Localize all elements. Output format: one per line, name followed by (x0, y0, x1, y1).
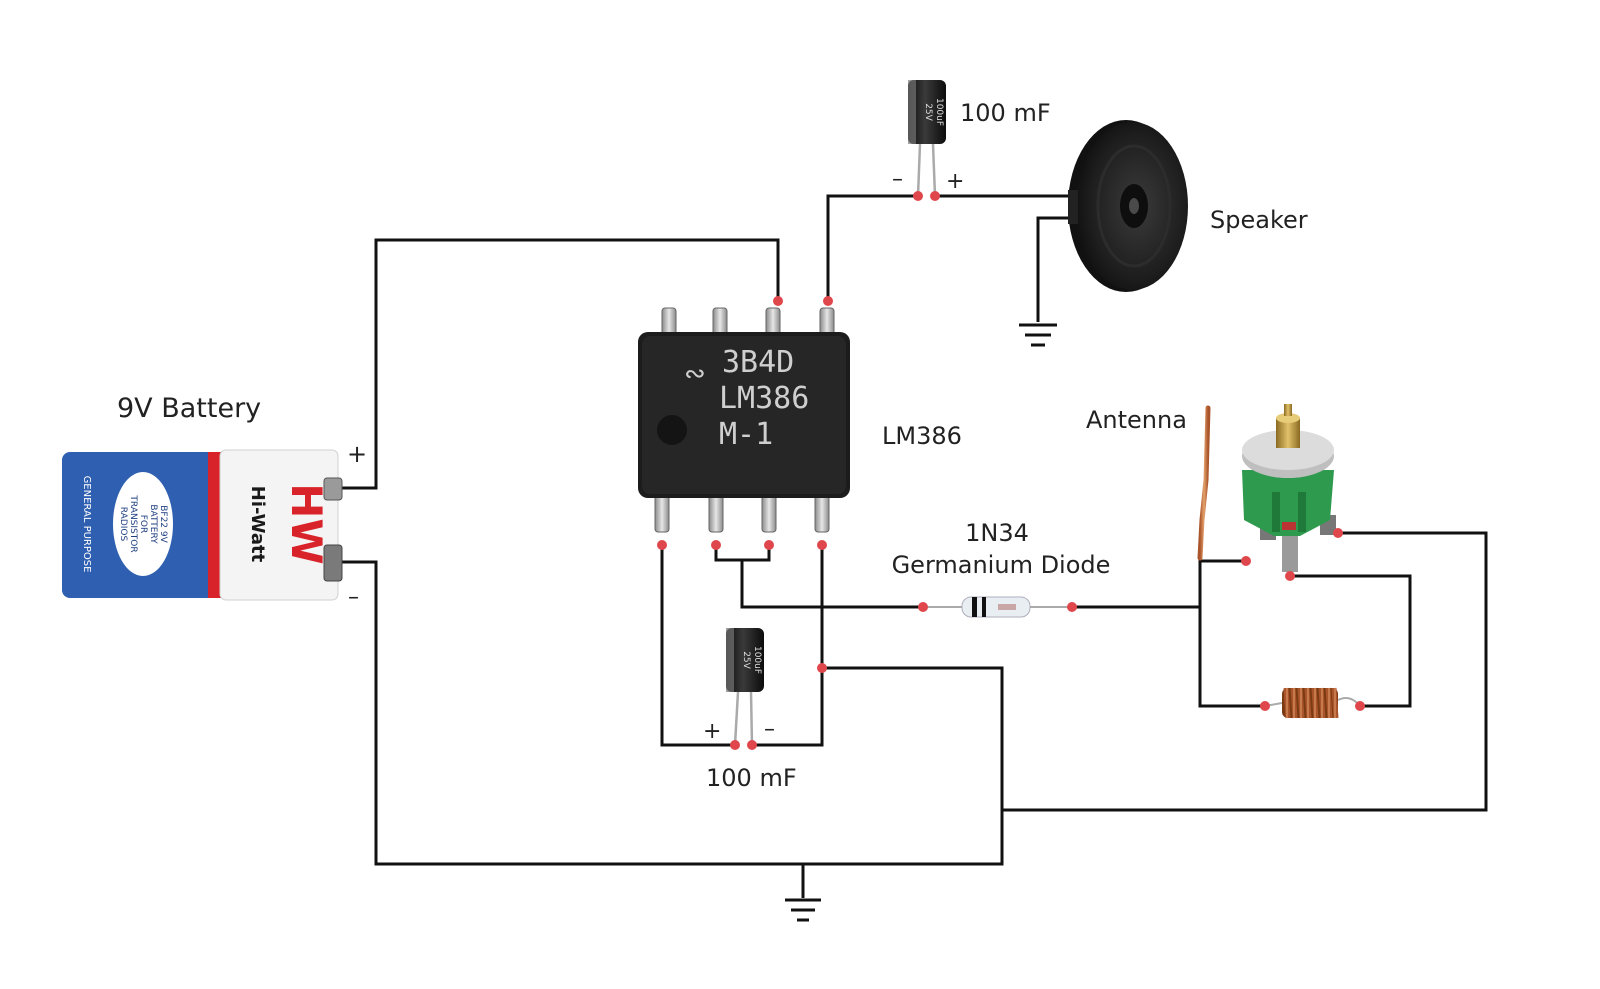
label-speaker: Speaker (1210, 206, 1308, 234)
battery-side-text: GENERAL PURPOSE (81, 476, 92, 573)
label-cap-top-plus: + (946, 169, 964, 194)
wire-ic-input-to-diode (740, 560, 923, 609)
node-ic-pin2 (711, 540, 721, 550)
ground-symbol-speaker (1019, 323, 1057, 347)
antenna-wire (1197, 405, 1211, 561)
diode-1n34 (923, 596, 1072, 618)
cap-bottom-print-2: 25V (741, 651, 751, 669)
wire-speaker-to-ground (1036, 216, 1072, 322)
node-cap-bottom-minus (747, 740, 757, 750)
node-cap-top-plus (930, 191, 940, 201)
node-ic-pin4 (817, 540, 827, 550)
label-battery: 9V Battery (117, 393, 261, 424)
node-diode-right (1067, 602, 1077, 612)
ground-symbol-main (785, 898, 821, 922)
chip-logo: ∾ (684, 359, 706, 389)
label-cap-bottom-plus: + (703, 719, 721, 744)
wire-battery-plus-to-ic-pin6 (340, 238, 780, 490)
label-cap-top-minus: – (892, 167, 903, 192)
node-ic-pin1 (657, 540, 667, 550)
node-coil-left (1260, 701, 1270, 711)
battery-type-line3: FOR (138, 515, 148, 534)
cap-top-print-1: 100uF (934, 98, 944, 126)
wire-ic-pin2-pin3-join (714, 545, 771, 562)
capacitor-bypass: 100uF 25V (726, 628, 764, 746)
node-trimmer-right (1333, 528, 1343, 538)
battery-brand-name: Hi-Watt (247, 486, 268, 563)
wire-ic-pin1-to-bypass-cap (660, 545, 735, 747)
battery-type-line1: BF22 9V (158, 505, 168, 543)
node-cap-top-minus (913, 191, 923, 201)
node-ic-pin3 (764, 540, 774, 550)
battery-brand-logo: HW (282, 483, 331, 564)
label-ic: LM386 (882, 422, 962, 450)
label-antenna: Antenna (1086, 406, 1187, 434)
chip-marking-line1: 3B4D (722, 345, 794, 380)
trimmer-capacitor (1242, 404, 1336, 572)
label-diode-line2: Germanium Diode (892, 551, 1111, 579)
label-cap-bottom: 100 mF (706, 764, 797, 792)
label-battery-minus: – (348, 585, 359, 610)
node-ic-pin5 (823, 296, 833, 306)
chip-marking-line2: LM386 (719, 381, 809, 416)
lm386-chip: ∾ 3B4D LM386 M-1 (638, 307, 850, 533)
wire-bypass-cap-to-pin4 (752, 545, 824, 747)
cap-bottom-print-1: 100uF (752, 646, 762, 674)
node-diode-left (918, 602, 928, 612)
node-trimmer-center (1285, 571, 1295, 581)
connection-nodes (657, 191, 1365, 750)
inductor-coil (1264, 687, 1361, 719)
wire-trimmer-to-ground (1002, 531, 1488, 812)
node-ground-junction (817, 663, 827, 673)
wire-tank-left (1198, 559, 1265, 708)
label-cap-bottom-minus: – (764, 717, 775, 742)
cap-top-print-2: 25V (923, 103, 933, 121)
chip-marking-line3: M-1 (719, 417, 773, 452)
capacitor-output: 100uF 25V (908, 80, 946, 197)
label-cap-top: 100 mF (960, 99, 1051, 127)
node-coil-right (1355, 701, 1365, 711)
node-ic-pin6 (773, 296, 783, 306)
battery-type-line4: TRANSISTOR (128, 494, 138, 552)
battery-type-line2: BATTERY (148, 504, 158, 544)
battery-9v: GENERAL PURPOSE BF22 9V BATTERY FOR TRAN… (62, 449, 343, 601)
wires (340, 194, 1488, 898)
label-diode-line1: 1N34 (965, 519, 1029, 547)
wire-tank-right (1290, 574, 1412, 708)
node-trimmer-left (1241, 556, 1251, 566)
wire-ic-pin5-to-output-cap (826, 194, 918, 301)
battery-type-line5: RADIOS (118, 507, 128, 542)
node-cap-bottom-plus (730, 740, 740, 750)
label-battery-plus: + (347, 440, 367, 468)
speaker (1068, 120, 1188, 292)
wire-battery-minus-to-ground (340, 560, 1004, 866)
